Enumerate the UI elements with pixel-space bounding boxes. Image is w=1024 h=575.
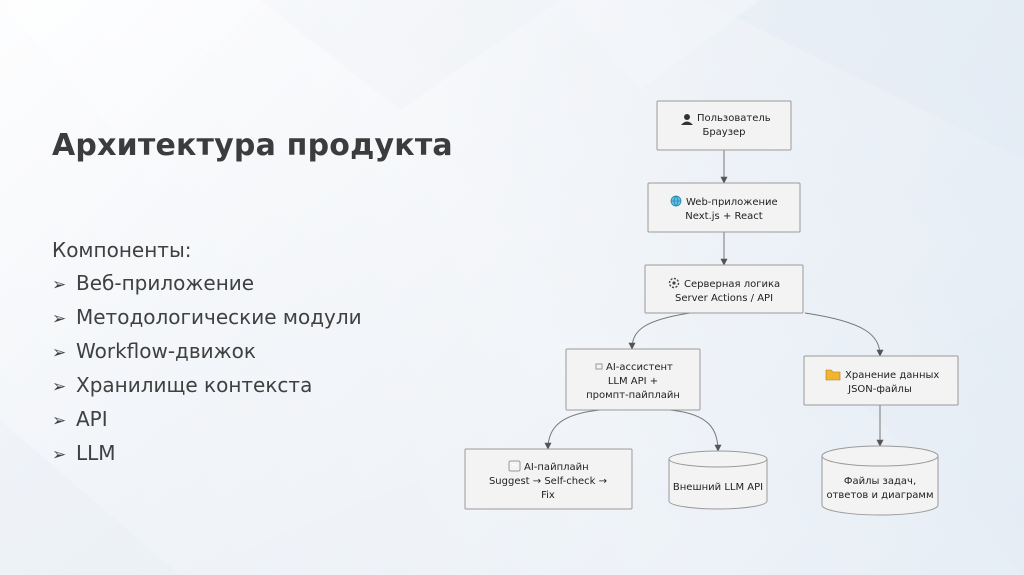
- arrow-bullet-icon: ➢: [52, 411, 67, 431]
- node-server-title: Серверная логика: [684, 279, 780, 290]
- node-server-subtitle: Server Actions / API: [675, 293, 773, 304]
- node-ai-assistant: AI-ассистент LLM API + промпт-пайплайн: [565, 348, 701, 411]
- node-files-line1: Файлы задач,: [844, 476, 916, 487]
- arrow-bullet-icon: ➢: [52, 343, 67, 363]
- slide-title: Архитектура продукта: [52, 128, 453, 163]
- list-item: ➢ Веб-приложение: [52, 269, 362, 303]
- node-external-llm-label: Внешний LLM API: [673, 482, 763, 493]
- arrow-bullet-icon: ➢: [52, 275, 67, 295]
- node-storage-title: Хранение данных: [845, 370, 939, 381]
- list-item: ➢ LLM: [52, 439, 362, 473]
- node-pipeline-title: AI-пайплайн: [524, 462, 589, 473]
- components-list: ➢ Веб-приложение ➢ Методологические модули…: [52, 269, 362, 473]
- component-label: API: [76, 407, 108, 431]
- robot-icon: [595, 363, 603, 370]
- node-webapp-subtitle: Next.js + React: [685, 211, 762, 222]
- edge-server-assistant: [628, 312, 691, 350]
- globe-icon: [670, 195, 682, 207]
- node-user-title: Пользователь: [697, 113, 771, 124]
- components-section: Компоненты: ➢ Веб-приложение ➢ Методологич…: [52, 236, 362, 473]
- edge-server-storage: [804, 312, 884, 357]
- node-webapp-title: Web-приложение: [686, 197, 778, 208]
- node-assistant-title: AI-ассистент: [606, 362, 673, 373]
- node-storage-subtitle: JSON-файлы: [847, 384, 912, 395]
- component-label: Веб-приложение: [76, 271, 255, 295]
- component-label: Методологические модули: [76, 305, 362, 329]
- loop-icon: [508, 460, 521, 472]
- edge-assistant-external: [669, 409, 722, 452]
- edge-assistant-pipeline: [544, 409, 601, 450]
- folder-icon: [825, 369, 841, 381]
- list-item: ➢ Методологические модули: [52, 303, 362, 337]
- list-item: ➢ API: [52, 405, 362, 439]
- node-server: Серверная логика Server Actions / API: [644, 264, 804, 314]
- arrow-bullet-icon: ➢: [52, 445, 67, 465]
- node-webapp: Web-приложение Next.js + React: [647, 182, 801, 233]
- node-ai-pipeline: AI-пайплайн Suggest → Self-check → Fix: [464, 448, 633, 510]
- node-assistant-line2: LLM API +: [608, 376, 658, 387]
- node-user: Пользователь Браузер: [656, 100, 792, 151]
- list-item: ➢ Хранилище контекста: [52, 371, 362, 405]
- node-external-llm: Внешний LLM API: [668, 450, 768, 510]
- gear-icon: [668, 277, 680, 289]
- component-label: LLM: [76, 441, 116, 465]
- node-pipeline-line2: Suggest → Self-check →: [489, 476, 607, 487]
- arrow-bullet-icon: ➢: [52, 309, 67, 329]
- node-storage: Хранение данных JSON-файлы: [803, 355, 959, 406]
- person-icon: [681, 114, 693, 125]
- node-files: Файлы задач, ответов и диаграмм: [821, 445, 939, 516]
- component-label: Хранилище контекста: [76, 373, 313, 397]
- node-user-subtitle: Браузер: [702, 127, 745, 138]
- components-heading: Компоненты:: [52, 238, 192, 262]
- component-label: Workflow-движок: [76, 339, 256, 363]
- list-item: ➢ Workflow-движок: [52, 337, 362, 371]
- node-pipeline-line3: Fix: [541, 490, 555, 501]
- node-assistant-line3: промпт-пайплайн: [586, 390, 680, 401]
- arrow-bullet-icon: ➢: [52, 377, 67, 397]
- node-files-line2: ответов и диаграмм: [826, 490, 933, 501]
